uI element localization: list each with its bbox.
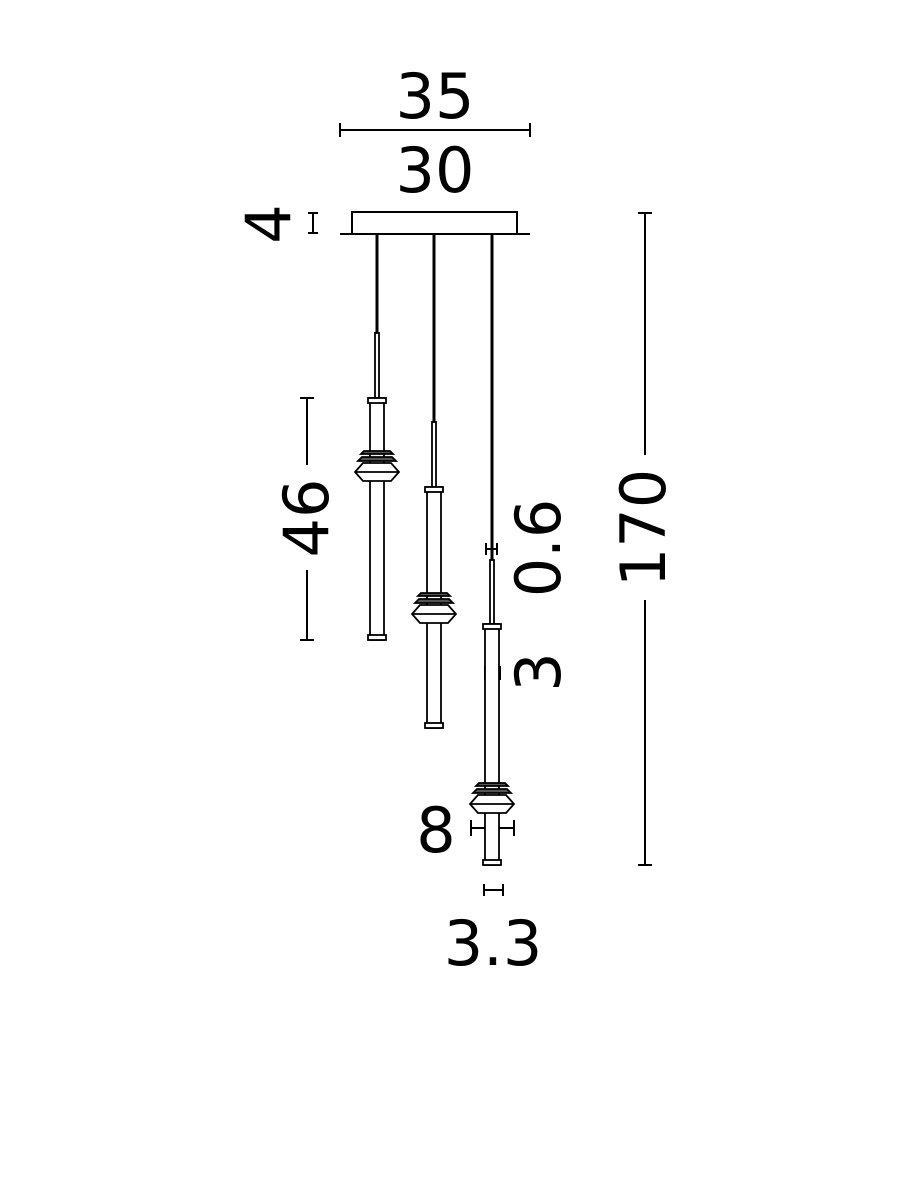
pendant-3-ring-1 bbox=[473, 782, 511, 787]
canopy-width-dim-line bbox=[339, 123, 531, 137]
pendant-1-ring-2 bbox=[355, 456, 399, 462]
canopy-width-label: 30 bbox=[396, 134, 475, 207]
pendant-2-top-cap bbox=[424, 486, 444, 493]
rod-diameter-label: 0.6 bbox=[502, 499, 575, 598]
canopy-length-label: 35 bbox=[396, 60, 475, 133]
tube-diameter-label: 3 bbox=[502, 652, 575, 691]
pendant-3-bottom-cap bbox=[482, 859, 502, 866]
pendant-2-rod bbox=[431, 421, 437, 488]
total-height-dim-line bbox=[638, 212, 652, 866]
pendant-2-ring-1 bbox=[415, 592, 453, 597]
pendant-1-top-cap bbox=[367, 397, 387, 404]
pendant-1-tube bbox=[369, 397, 385, 641]
pendant-1-ring-1 bbox=[358, 450, 396, 455]
canopy bbox=[351, 211, 518, 235]
pendant-2-ring-2 bbox=[412, 598, 456, 604]
pendant-2-bottom-cap bbox=[424, 722, 444, 729]
pendant-1-bottom-cap bbox=[367, 634, 387, 641]
pendant-3-ring-2 bbox=[470, 788, 514, 794]
bottom-diameter-dim-line bbox=[483, 884, 504, 896]
shade-length-label: 46 bbox=[270, 479, 343, 558]
ring-diameter-label: 8 bbox=[416, 794, 455, 867]
shade-length-dim-line bbox=[300, 397, 314, 641]
bottom-diameter-label: 3.3 bbox=[444, 907, 543, 980]
pendant-3-tube bbox=[484, 623, 500, 866]
canopy-height-dim-line bbox=[308, 212, 318, 234]
pendant-3-rod bbox=[489, 559, 495, 625]
pendant-1-rod bbox=[374, 332, 380, 399]
canopy-height-label: 4 bbox=[232, 204, 305, 243]
total-height-label: 170 bbox=[607, 469, 680, 587]
pendant-3-top-cap bbox=[482, 623, 502, 630]
